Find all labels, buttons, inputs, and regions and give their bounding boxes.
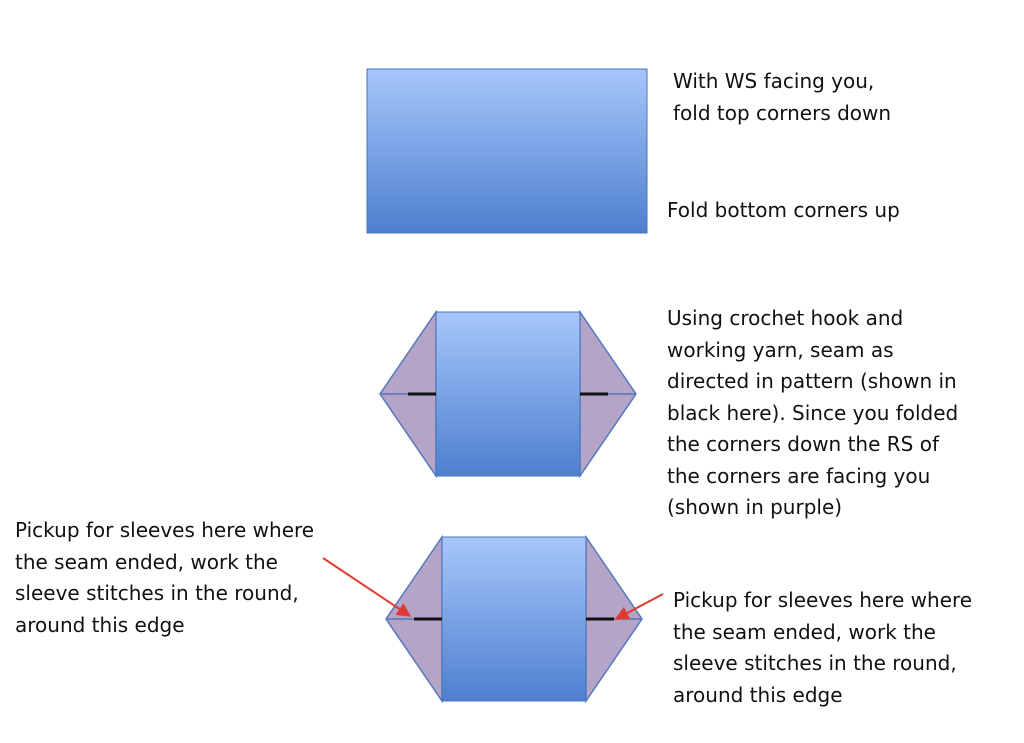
text-line: directed in pattern (shown in [667, 369, 957, 393]
left-pickup-note: Pickup for sleeves here where the seam e… [15, 515, 314, 641]
flat-panel [366, 68, 648, 234]
text-line: black here). Since you folded [667, 400, 959, 425]
left-pickup-arrow [322, 557, 412, 617]
text-line: working yarn, seam as [667, 337, 894, 362]
pickup-panel [385, 534, 643, 704]
text-line: Using crochet hook and [667, 306, 904, 330]
text-line: the seam ended, work the [15, 549, 278, 574]
folded-panel [379, 309, 637, 479]
text-line: Fold bottom corners up [667, 198, 900, 222]
text-line: the corners down the RS of [667, 432, 939, 456]
text-line: Pickup for sleeves here where [673, 588, 973, 612]
text-line: around this edge [15, 612, 185, 637]
text-line: (shown in purple) [667, 495, 843, 519]
seam-note: Using crochet hook and working yarn, sea… [667, 303, 958, 524]
center-panel [441, 536, 587, 702]
text-line: the corners are facing you [667, 463, 931, 488]
right-pickup-note: Pickup for sleeves here where the seam e… [673, 585, 972, 711]
text-line: Pickup for sleeves here where [15, 518, 315, 542]
text-line: With WS facing you, [673, 69, 875, 93]
text-line: sleeve stitches in the round, [673, 651, 957, 675]
text-line: fold top corners down [673, 100, 892, 125]
text-line: the seam ended, work the [673, 619, 936, 644]
text-line: around this edge [673, 682, 843, 707]
fold-top-note: With WS facing you, fold top corners dow… [673, 66, 891, 129]
text-line: sleeve stitches in the round, [15, 581, 299, 605]
fold-bottom-note: Fold bottom corners up [667, 195, 900, 227]
center-panel [435, 311, 581, 477]
right-pickup-arrow [614, 593, 664, 620]
